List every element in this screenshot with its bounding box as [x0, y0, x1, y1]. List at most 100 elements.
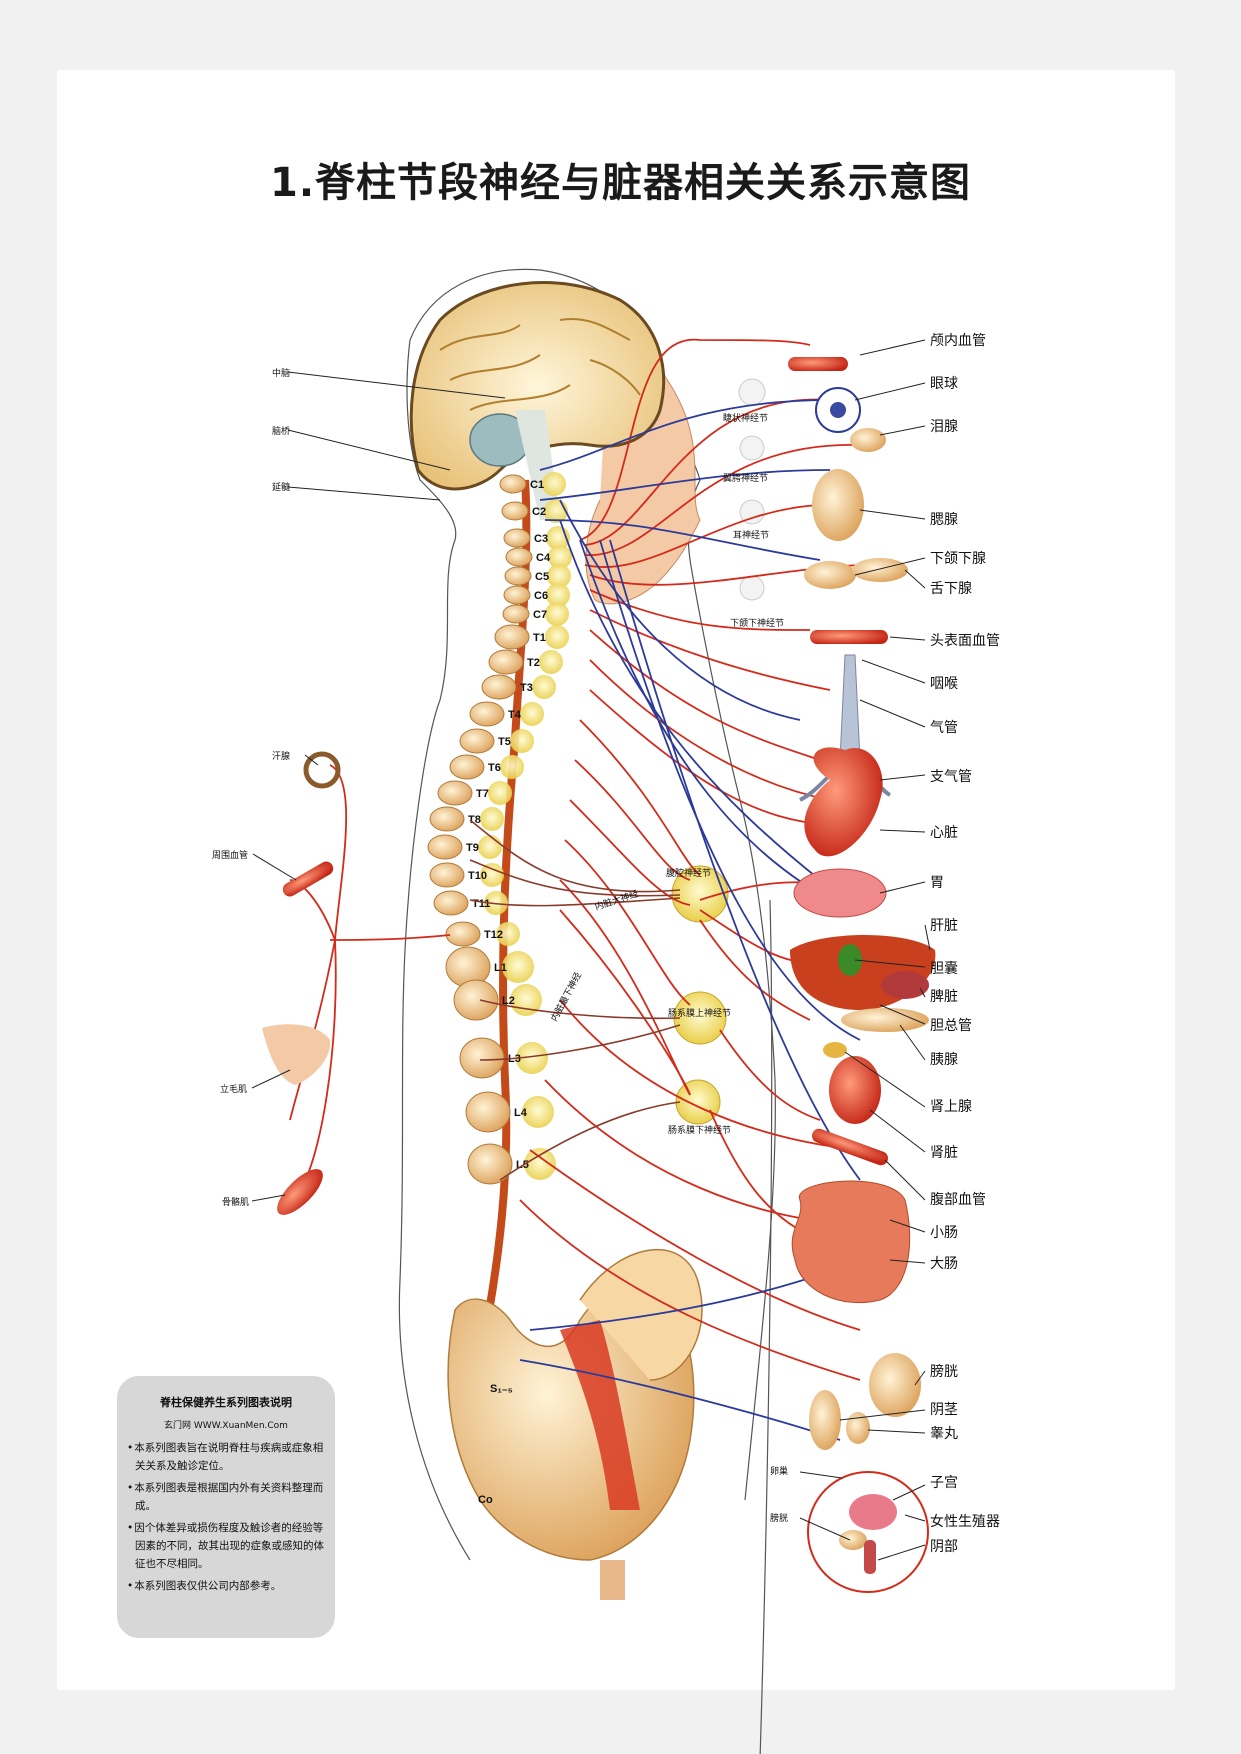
- vertebra-label: C7: [533, 609, 547, 621]
- vertebra-body: [433, 890, 469, 916]
- vertebra-body: [505, 547, 533, 567]
- vertebra-body: [494, 624, 530, 650]
- trachea: [839, 654, 861, 761]
- organ-label: 胆囊: [930, 960, 958, 977]
- organ-label: 腹部血管: [930, 1191, 986, 1208]
- chain-ganglion: [488, 781, 512, 805]
- chain-ganglion: [539, 650, 563, 674]
- label-medulla: 延髓: [272, 481, 290, 493]
- visceral-nerves: [469, 819, 681, 1181]
- label-pterygopalatine-ganglion: 翼腭神经节: [723, 472, 768, 484]
- organ-label: 眼球: [930, 376, 958, 392]
- vertebra-body: [503, 585, 531, 605]
- label-submandibular-ganglion: 下颌下神经节: [730, 617, 784, 629]
- skeletal-muscle: [277, 1169, 323, 1215]
- organ-labels: 颅内血管眼球泪腺腮腺下颌下腺舌下腺头表面血管咽喉气管支气管心脏胃肝脏胆囊脾脏胆总…: [930, 333, 1000, 1555]
- vertebra-label: T7: [476, 788, 489, 800]
- vertebra-label: C5: [535, 571, 549, 583]
- vertebra-body: [502, 604, 530, 624]
- organ-label: 肝脏: [930, 918, 958, 934]
- penis: [809, 1390, 841, 1450]
- organ-label: 颅内血管: [930, 333, 986, 349]
- chain-ganglion: [546, 583, 570, 607]
- chain-ganglion: [548, 545, 572, 569]
- vertebra-body: [429, 862, 465, 888]
- vertebra-label: T1: [533, 632, 546, 644]
- organ-label: 睾丸: [930, 1426, 958, 1442]
- page-title: 1.脊柱节段神经与脏器相关关系示意图: [269, 160, 972, 206]
- vertebra-label: T8: [468, 814, 481, 826]
- chain-ganglion: [522, 1096, 554, 1128]
- notes-panel: 脊柱保健养生系列图表说明 玄门网 WWW.XuanMen.Com 本系列图表旨在…: [117, 1376, 335, 1638]
- notes-list: 本系列图表旨在说明脊柱与疾病或症象相关关系及触诊定位。 本系列图表是根据国内外有…: [127, 1439, 325, 1595]
- label-ovary: 卵巢: [770, 1465, 788, 1477]
- pelvis: [447, 1248, 703, 1600]
- kidney: [829, 1056, 881, 1124]
- vertebra-body: [467, 1143, 513, 1185]
- chain-ganglion: [496, 922, 520, 946]
- peripheral-vessel: [282, 861, 334, 897]
- vertebra-label: C1: [530, 479, 544, 491]
- vertebra-label: T10: [468, 870, 487, 882]
- chain-ganglion: [502, 951, 534, 983]
- label-bladder-female: 膀胱: [770, 1512, 788, 1524]
- notes-item: 本系列图表旨在说明脊柱与疾病或症象相关关系及触诊定位。: [127, 1439, 325, 1475]
- label-sweat-gland: 汗腺: [272, 750, 290, 762]
- parotid-gland: [812, 469, 864, 541]
- notes-item: 本系列图表是根据国内外有关资料整理而成。: [127, 1479, 325, 1515]
- organ-label: 支气管: [930, 769, 972, 785]
- heart: [804, 747, 883, 857]
- vertebra-body: [449, 754, 485, 780]
- organ-label: 膀胱: [930, 1363, 958, 1380]
- chain-ganglion: [478, 835, 502, 859]
- chain-ganglion: [547, 564, 571, 588]
- organ-label: 阴部: [930, 1539, 958, 1555]
- sweat-gland: [303, 751, 341, 789]
- chain-ganglion: [500, 755, 524, 779]
- lacrimal-gland: [850, 428, 886, 452]
- vertebra-body: [459, 728, 495, 754]
- organ-label: 舌下腺: [930, 581, 972, 597]
- organ-label: 脾脏: [930, 989, 958, 1005]
- notes-item: 本系列图表仅供公司内部参考。: [127, 1577, 325, 1595]
- vertebra-label: L1: [494, 962, 507, 974]
- organs: [788, 357, 936, 1593]
- vertebra-body: [469, 701, 505, 727]
- organ-label: 心脏: [930, 825, 958, 841]
- vertebra-body: [445, 921, 481, 947]
- organ-label: 肾上腺: [930, 1099, 972, 1115]
- peripheral-targets: [262, 751, 341, 1215]
- vertebra-body: [499, 474, 527, 494]
- vertebra-label: T5: [498, 736, 511, 748]
- sublingual-gland: [852, 558, 908, 582]
- vertebra-body: [427, 834, 463, 860]
- chain-ganglion: [542, 472, 566, 496]
- vertebra-body: [437, 780, 473, 806]
- gallbladder: [838, 944, 862, 976]
- female-genital-circle: [807, 1471, 929, 1593]
- testis: [846, 1412, 870, 1444]
- organ-label: 咽喉: [930, 676, 958, 692]
- organ-label: 阴茎: [930, 1402, 958, 1418]
- arrector-muscle: [262, 1024, 331, 1085]
- label-pons: 脑桥: [272, 425, 290, 437]
- vertebra-body: [504, 566, 532, 586]
- chain-ganglion: [510, 729, 534, 753]
- submandibular-gland: [804, 561, 856, 589]
- coccyx-label: Co: [478, 1494, 493, 1506]
- label-midbrain: 中脑: [272, 367, 290, 379]
- notes-site: 玄门网 WWW.XuanMen.Com: [164, 1421, 288, 1431]
- bladder: [869, 1353, 921, 1417]
- vertebra-label: C4: [536, 552, 551, 564]
- organ-label: 胃: [930, 875, 944, 891]
- label-superior-mesenteric-ganglion: 肠系膜上神经节: [668, 1007, 731, 1019]
- vertebra-body: [501, 501, 529, 521]
- vertebra-label: C2: [532, 506, 546, 518]
- vertebra-label: T2: [527, 657, 540, 669]
- vertebra-body: [503, 528, 531, 548]
- abdominal-vessel: [811, 1128, 889, 1166]
- vertebra-label: L2: [502, 995, 515, 1007]
- organ-label: 气管: [930, 720, 958, 736]
- notes-title: 脊柱保健养生系列图表说明: [160, 1396, 292, 1409]
